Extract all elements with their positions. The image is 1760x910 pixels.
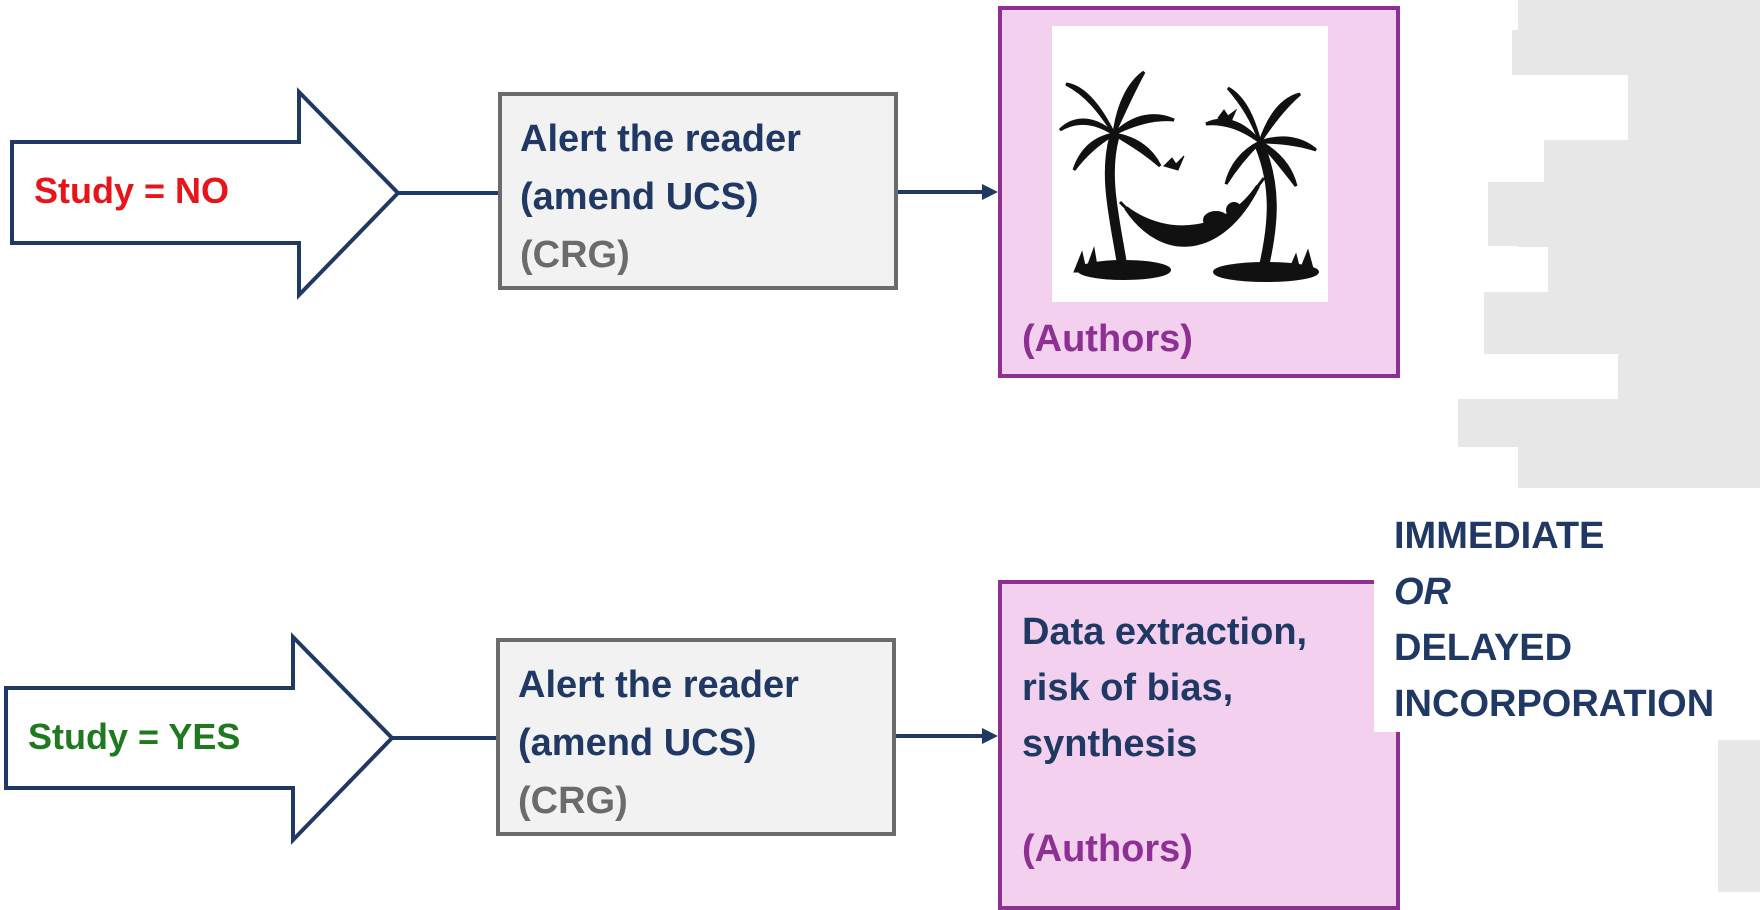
- alert-line1: Alert the reader: [520, 118, 801, 160]
- bg-bar: [1484, 292, 1518, 354]
- flow-arrow-yes: [896, 728, 998, 744]
- note-line1: IMMEDIATE: [1394, 515, 1605, 557]
- outcome-actor-yes: (Authors): [1022, 828, 1193, 870]
- bg-bar: [1518, 354, 1618, 399]
- note-line4: INCORPORATION: [1394, 683, 1715, 725]
- alert-actor: (CRG): [518, 780, 628, 822]
- alert-reader-box-no: Alert the reader (amend UCS) (CRG): [498, 92, 898, 290]
- alert-reader-box-yes: Alert the reader (amend UCS) (CRG): [496, 638, 896, 836]
- hammock-palm-trees-icon: [1052, 26, 1328, 302]
- bg-bar: [1718, 740, 1760, 892]
- bg-bar: [1458, 399, 1518, 447]
- outcome-line2: risk of bias,: [1022, 667, 1234, 709]
- study-yes-label: Study = YES: [28, 716, 241, 757]
- note-line2: OR: [1394, 571, 1451, 613]
- study-no-label: Study = NO: [34, 170, 230, 211]
- flow-arrow-no: [898, 184, 998, 200]
- alert-actor: (CRG): [520, 234, 630, 276]
- note-line3: DELAYED: [1394, 627, 1573, 669]
- outcome-actor-no: (Authors): [1022, 318, 1193, 360]
- outcome-task-text: Data extraction, risk of bias, synthesis: [1022, 604, 1307, 772]
- alert-line2: (amend UCS): [520, 176, 759, 218]
- connector-line: [398, 191, 500, 195]
- outcome-line1: Data extraction,: [1022, 611, 1308, 653]
- bg-bar: [1460, 447, 1518, 488]
- bg-bar: [1518, 140, 1544, 185]
- outcome-box-no: (Authors): [998, 6, 1400, 378]
- incorporation-note: IMMEDIATE OR DELAYED INCORPORATION: [1374, 500, 1760, 732]
- alert-line1: Alert the reader: [518, 664, 799, 706]
- bg-bar: [1518, 247, 1548, 292]
- bg-bar: [1518, 75, 1628, 140]
- outcome-line3: synthesis: [1022, 723, 1198, 765]
- alert-line2: (amend UCS): [518, 722, 757, 764]
- bg-bar: [1488, 182, 1548, 246]
- study-yes-arrow: [4, 632, 395, 845]
- outcome-box-yes: Data extraction, risk of bias, synthesis…: [998, 580, 1400, 910]
- study-no-arrow: [10, 87, 401, 300]
- connector-line: [392, 736, 498, 740]
- bg-bar: [1512, 30, 1572, 75]
